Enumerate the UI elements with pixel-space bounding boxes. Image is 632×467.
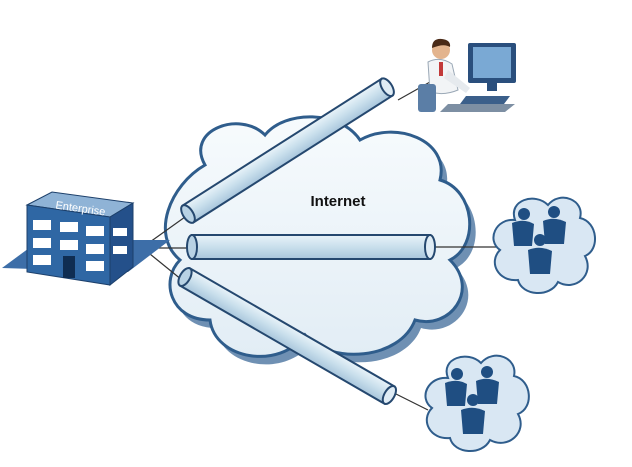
person-at-computer-icon [418, 39, 516, 112]
window [86, 261, 104, 271]
tunnel-middle [187, 235, 435, 259]
tunnel-middle-body [192, 235, 430, 259]
tunnel-middle-start-cap [187, 235, 197, 259]
person-head [534, 234, 546, 246]
desk [440, 104, 515, 112]
window [113, 246, 127, 254]
person-body [512, 221, 534, 246]
person-body [476, 379, 499, 404]
person-head [451, 368, 463, 380]
tunnel-middle-end-cap [425, 235, 435, 259]
chair [418, 84, 436, 112]
building-side-face [110, 203, 133, 285]
window [33, 238, 51, 248]
window [60, 240, 78, 250]
monitor-screen [473, 47, 511, 78]
window [33, 220, 51, 230]
person-body [445, 381, 467, 406]
window [33, 255, 51, 265]
person-body [543, 219, 566, 244]
office-building-icon: Enterprise [2, 192, 170, 285]
window [86, 226, 104, 236]
monitor-stand [487, 83, 497, 91]
person-head [548, 206, 560, 218]
person-head [467, 394, 479, 406]
person-body [461, 408, 485, 434]
window [60, 222, 78, 232]
person-body [528, 248, 552, 274]
person-head [518, 208, 530, 220]
window [113, 228, 127, 236]
people-group-icon [493, 198, 595, 293]
line-tunnel-bottom-to-group2 [392, 392, 428, 410]
window [86, 244, 104, 254]
keyboard [460, 96, 510, 104]
building-door [63, 256, 75, 278]
branch-cloud-1 [493, 198, 595, 293]
people-group-icon [425, 356, 528, 451]
person-head [481, 366, 493, 378]
person-tie [439, 62, 443, 76]
internet-label: Internet [310, 193, 365, 210]
